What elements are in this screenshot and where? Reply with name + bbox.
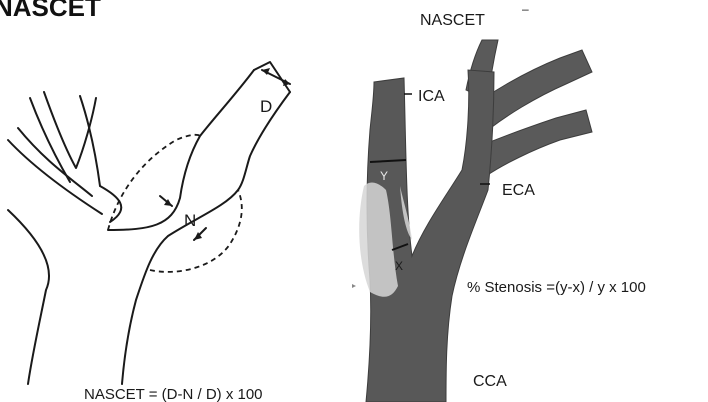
arrowheads (164, 68, 290, 240)
left-formula: NASCET = (D-N / D) x 100 (84, 386, 263, 402)
label-ica: ICA (418, 88, 445, 105)
left-title: NASCET (0, 0, 101, 22)
label-x: X (395, 259, 403, 273)
label-n: N (184, 211, 196, 230)
label-eca: ECA (502, 182, 535, 199)
branch-line (80, 96, 100, 186)
vessel-wall (122, 92, 290, 384)
branch-line (8, 140, 102, 214)
right-heading-superscript: – (522, 2, 529, 16)
vessel-wall (108, 70, 254, 230)
left-panel: NASCET (0, 0, 290, 402)
vessel-cap (254, 62, 290, 92)
vessel-wall (8, 210, 49, 384)
branch-line (18, 128, 92, 196)
label-d: D (260, 97, 272, 116)
dashed-contour (150, 190, 242, 272)
right-panel: NASCET – ICA ECA Y X (352, 2, 646, 402)
label-cca: CCA (473, 373, 507, 390)
artery-line-drawing (8, 62, 290, 384)
vessel-illustration (352, 40, 592, 402)
small-marker (352, 284, 356, 288)
right-formula: % Stenosis =(y-x) / y x 100 (467, 279, 646, 296)
branch-line (44, 92, 96, 168)
right-heading: NASCET (420, 12, 485, 29)
label-y: Y (380, 169, 388, 183)
